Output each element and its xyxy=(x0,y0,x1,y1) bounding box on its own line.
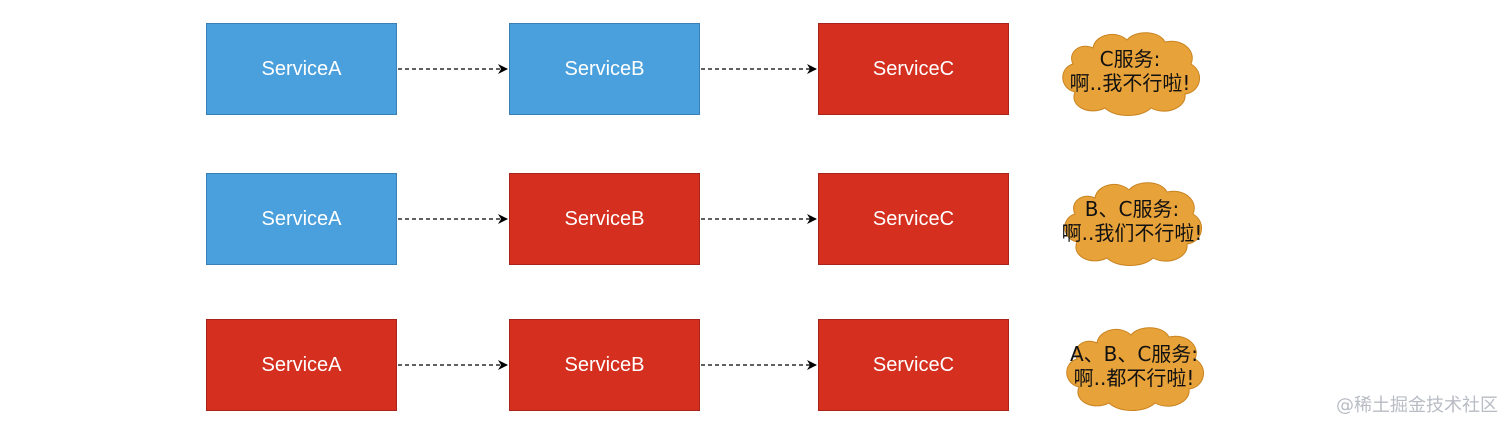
service-b-box-row2: ServiceB xyxy=(509,173,700,265)
service-b-box-row3: ServiceB xyxy=(509,319,700,411)
status-cloud-row1: C服务: 啊..我不行啦! xyxy=(1055,26,1205,116)
service-a-box-row2: ServiceA xyxy=(206,173,397,265)
cloud-message-row3: 啊..都不行啦! xyxy=(1073,366,1195,390)
status-cloud-row2: B、C服务: 啊..我们不行啦! xyxy=(1057,176,1207,266)
service-c-box-row2: ServiceC xyxy=(818,173,1009,265)
cloud-title-row1: C服务: xyxy=(1099,47,1161,71)
cloud-title-row2: B、C服务: xyxy=(1084,197,1180,221)
service-a-box-row3: ServiceA xyxy=(206,319,397,411)
cloud-message-row1: 啊..我不行啦! xyxy=(1069,71,1191,95)
service-b-box-row1: ServiceB xyxy=(509,23,700,115)
cloud-title-row3: A、B、C服务: xyxy=(1069,342,1199,366)
service-c-box-row1: ServiceC xyxy=(818,23,1009,115)
service-a-box-row1: ServiceA xyxy=(206,23,397,115)
watermark: @稀土掘金技术社区 xyxy=(1336,395,1498,416)
cloud-shape xyxy=(1066,327,1204,411)
service-c-box-row3: ServiceC xyxy=(818,319,1009,411)
cloud-message-row2: 啊..我们不行啦! xyxy=(1061,221,1203,245)
cloud-shape xyxy=(1062,32,1200,116)
cloud-shape xyxy=(1064,182,1202,266)
status-cloud-row3: A、B、C服务: 啊..都不行啦! xyxy=(1059,321,1209,411)
